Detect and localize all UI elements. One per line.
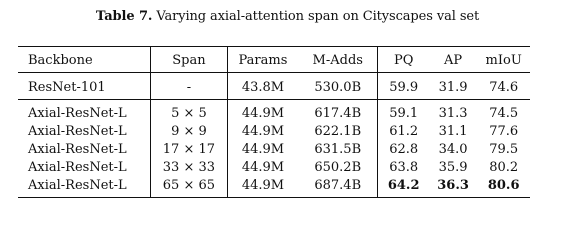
cell-params: 44.9M (241, 160, 285, 175)
cell-ap: 34.0 (438, 142, 468, 157)
cell-pq-best: 64.2 (377, 177, 429, 198)
cell-params: 44.9M (241, 142, 285, 157)
cell-ap-best: 36.3 (428, 177, 478, 198)
cell-backbone: Axial-ResNet-L (18, 159, 151, 177)
cell-params: 44.9M (227, 177, 299, 198)
cell-ap: 31.9 (428, 72, 478, 100)
table-row-best: Axial-ResNet-L 65 × 65 44.9M 687.4B 64.2… (18, 177, 530, 198)
cell-span: - (150, 72, 228, 100)
cell-ap: 31.1 (438, 124, 468, 139)
cell-params: 44.9M (241, 106, 285, 121)
cell-pq: 59.9 (377, 72, 429, 100)
header-params: Params (227, 46, 299, 73)
cell-miou-best: 80.6 (477, 177, 530, 198)
header-span: Span (150, 46, 228, 73)
results-table: Backbone Span Params M-Adds PQ AP mIoU R… (18, 46, 530, 198)
cell-pq: 61.2 (389, 124, 419, 139)
cell-madds: 617.4B (298, 99, 379, 123)
cell-ap: 31.3 (438, 106, 468, 121)
header-madds: M-Adds (298, 46, 379, 73)
header-pq: PQ (377, 46, 429, 73)
baseline-row: ResNet-101 - 43.8M 530.0B 59.9 31.9 74.6 (18, 72, 530, 100)
table-row: Axial-ResNet-L 17 × 17 44.9M 631.5B 62.8… (18, 141, 530, 159)
table-row: Axial-ResNet-L 9 × 9 44.9M 622.1B 61.2 3… (18, 123, 530, 141)
cell-span: 9 × 9 (150, 123, 228, 141)
cell-pq: 62.8 (389, 142, 419, 157)
cell-span: 17 × 17 (150, 141, 228, 159)
header-ap: AP (428, 46, 478, 73)
header-miou: mIoU (477, 46, 530, 73)
table-row: Axial-ResNet-L 33 × 33 44.9M 650.2B 63.8… (18, 159, 530, 177)
cell-ap: 35.9 (438, 160, 468, 175)
cell-madds: 687.4B (298, 177, 379, 198)
cell-miou: 79.5 (489, 142, 519, 157)
cell-madds: 650.2B (298, 159, 379, 177)
cell-madds: 530.0B (298, 72, 379, 100)
cell-miou: 77.6 (489, 124, 519, 139)
cell-span: 5 × 5 (150, 99, 228, 123)
table-caption: Table 7. Varying axial-attention span on… (0, 9, 575, 24)
cell-backbone: Axial-ResNet-L (18, 123, 151, 141)
cell-params: 43.8M (227, 72, 299, 100)
cell-params: 44.9M (241, 124, 285, 139)
cell-backbone: ResNet-101 (18, 72, 151, 100)
cell-miou: 74.5 (489, 106, 519, 121)
page: Table 7. Varying axial-attention span on… (0, 9, 575, 198)
header-row: Backbone Span Params M-Adds PQ AP mIoU (18, 46, 530, 73)
cell-miou: 80.2 (489, 160, 519, 175)
cell-madds: 622.1B (298, 123, 379, 141)
cell-backbone: Axial-ResNet-L (18, 99, 151, 123)
table-row: Axial-ResNet-L 5 × 5 44.9M 617.4B 59.1 3… (18, 99, 530, 123)
cell-span: 33 × 33 (150, 159, 228, 177)
header-backbone: Backbone (18, 46, 151, 73)
cell-madds: 631.5B (298, 141, 379, 159)
cell-miou: 74.6 (477, 72, 530, 100)
cell-pq: 63.8 (389, 160, 419, 175)
cell-backbone: Axial-ResNet-L (18, 177, 151, 198)
caption-label: Table 7. (95, 9, 153, 24)
cell-backbone: Axial-ResNet-L (18, 141, 151, 159)
cell-pq: 59.1 (389, 106, 419, 121)
cell-span: 65 × 65 (150, 177, 228, 198)
caption-text: Varying axial-attention span on Cityscap… (156, 9, 480, 24)
